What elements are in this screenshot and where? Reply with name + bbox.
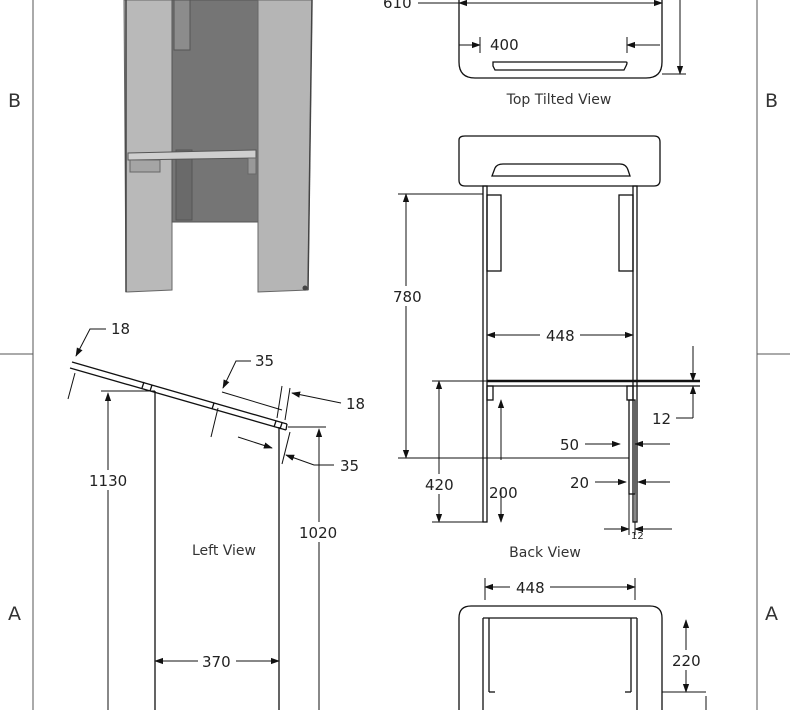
zone-label-left-b: B [8,90,21,112]
dim-1130: 1130 [89,472,127,490]
dim-35-top: 35 [255,352,274,370]
dim-220: 220 [672,652,701,670]
dim-370: 370 [202,653,231,671]
dim-50: 50 [560,436,579,454]
dim-12: 12 [652,410,671,428]
dim-420: 420 [425,476,454,494]
dim-610: 610 [383,0,412,12]
left-view-label: Left View [192,543,256,559]
dim-35-lower: 35 [340,457,359,475]
back-view-label: Back View [509,545,581,561]
svg-text:12: 12 [631,531,644,542]
zone-label-right-a: A [765,603,778,625]
dim-1020: 1020 [299,524,337,542]
zone-label-left-a: A [8,603,21,625]
dim-448-bottom: 448 [516,579,545,597]
top-tilted-view: 610 400 [383,0,686,79]
dim-200: 200 [489,484,518,502]
top-tilted-view-label: Top Tilted View [506,92,612,108]
dim-400: 400 [490,36,519,54]
dim-448-back: 448 [546,327,575,345]
dim-18-left: 18 [111,320,130,338]
dim-780: 780 [393,288,422,306]
isometric-shaded-view [123,0,313,293]
back-view: 780 448 12 420 200 50 20 12 [392,135,700,542]
left-view: 18 35 18 35 1130 1020 370 [67,320,365,710]
bottom-partial-view: 448 220 [458,577,707,710]
dim-18-right: 18 [346,395,365,413]
zone-label-right-b: B [765,90,778,112]
dim-20: 20 [570,474,589,492]
